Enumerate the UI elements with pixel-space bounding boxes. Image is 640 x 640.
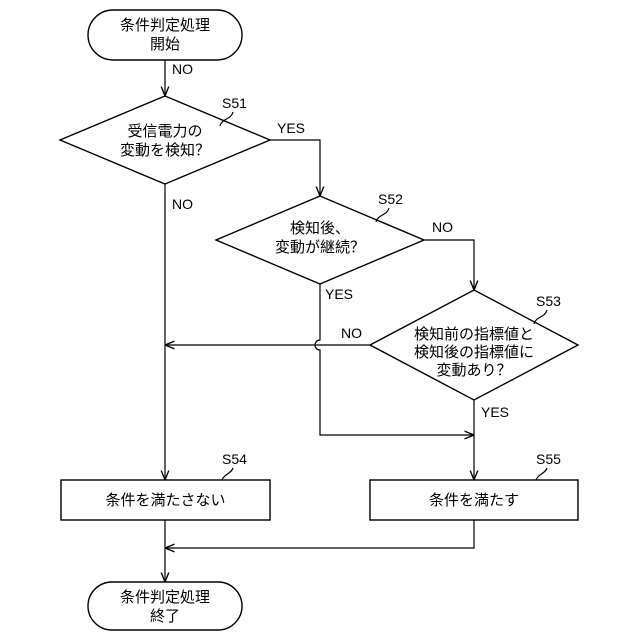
decision-s51-line2: 変動を検知？ <box>120 141 210 159</box>
edge-s55-to-main <box>165 520 474 548</box>
decision-s52-line2: 変動が継続？ <box>275 238 365 256</box>
step-label-s52: S52 <box>378 191 403 207</box>
start-terminal-line2: 開始 <box>150 35 180 53</box>
edge-label-s53-yes: YES <box>481 404 509 420</box>
start-terminal-line1: 条件判定処理 <box>120 16 210 34</box>
step-label-s51: S51 <box>222 95 247 111</box>
decision-s53-line2: 検知後の指標値に <box>414 343 534 361</box>
step-leader-s55 <box>536 468 547 480</box>
step-label-s53: S53 <box>536 293 561 309</box>
edge-label-s51-yes: YES <box>277 120 305 136</box>
decision-s53-line1: 検知前の指標値と <box>414 325 534 343</box>
step-leader-s54 <box>222 468 233 480</box>
end-terminal-line1: 条件判定処理 <box>120 588 210 606</box>
end-terminal-line2: 終了 <box>150 607 180 625</box>
edge-label-start-no: NO <box>172 61 193 77</box>
decision-s52-line1: 検知後、 <box>290 219 350 237</box>
edge-label-s52-no: NO <box>432 219 453 235</box>
edge-label-s53-no: NO <box>341 325 362 341</box>
process-s54-text: 条件を満たさない <box>105 491 225 509</box>
decision-s51-line1: 受信電力の <box>127 122 202 140</box>
process-s55-text: 条件を満たす <box>429 491 519 509</box>
step-label-s55: S55 <box>536 451 561 467</box>
step-label-s54: S54 <box>222 451 247 467</box>
edge-s52-no <box>424 240 474 290</box>
step-leader-s53 <box>534 310 547 324</box>
edge-label-s52-yes: YES <box>325 286 353 302</box>
decision-s53-line3: 変動あり？ <box>436 361 511 379</box>
edge-label-s51-no: NO <box>172 196 193 212</box>
edge-s51-yes <box>270 140 320 196</box>
